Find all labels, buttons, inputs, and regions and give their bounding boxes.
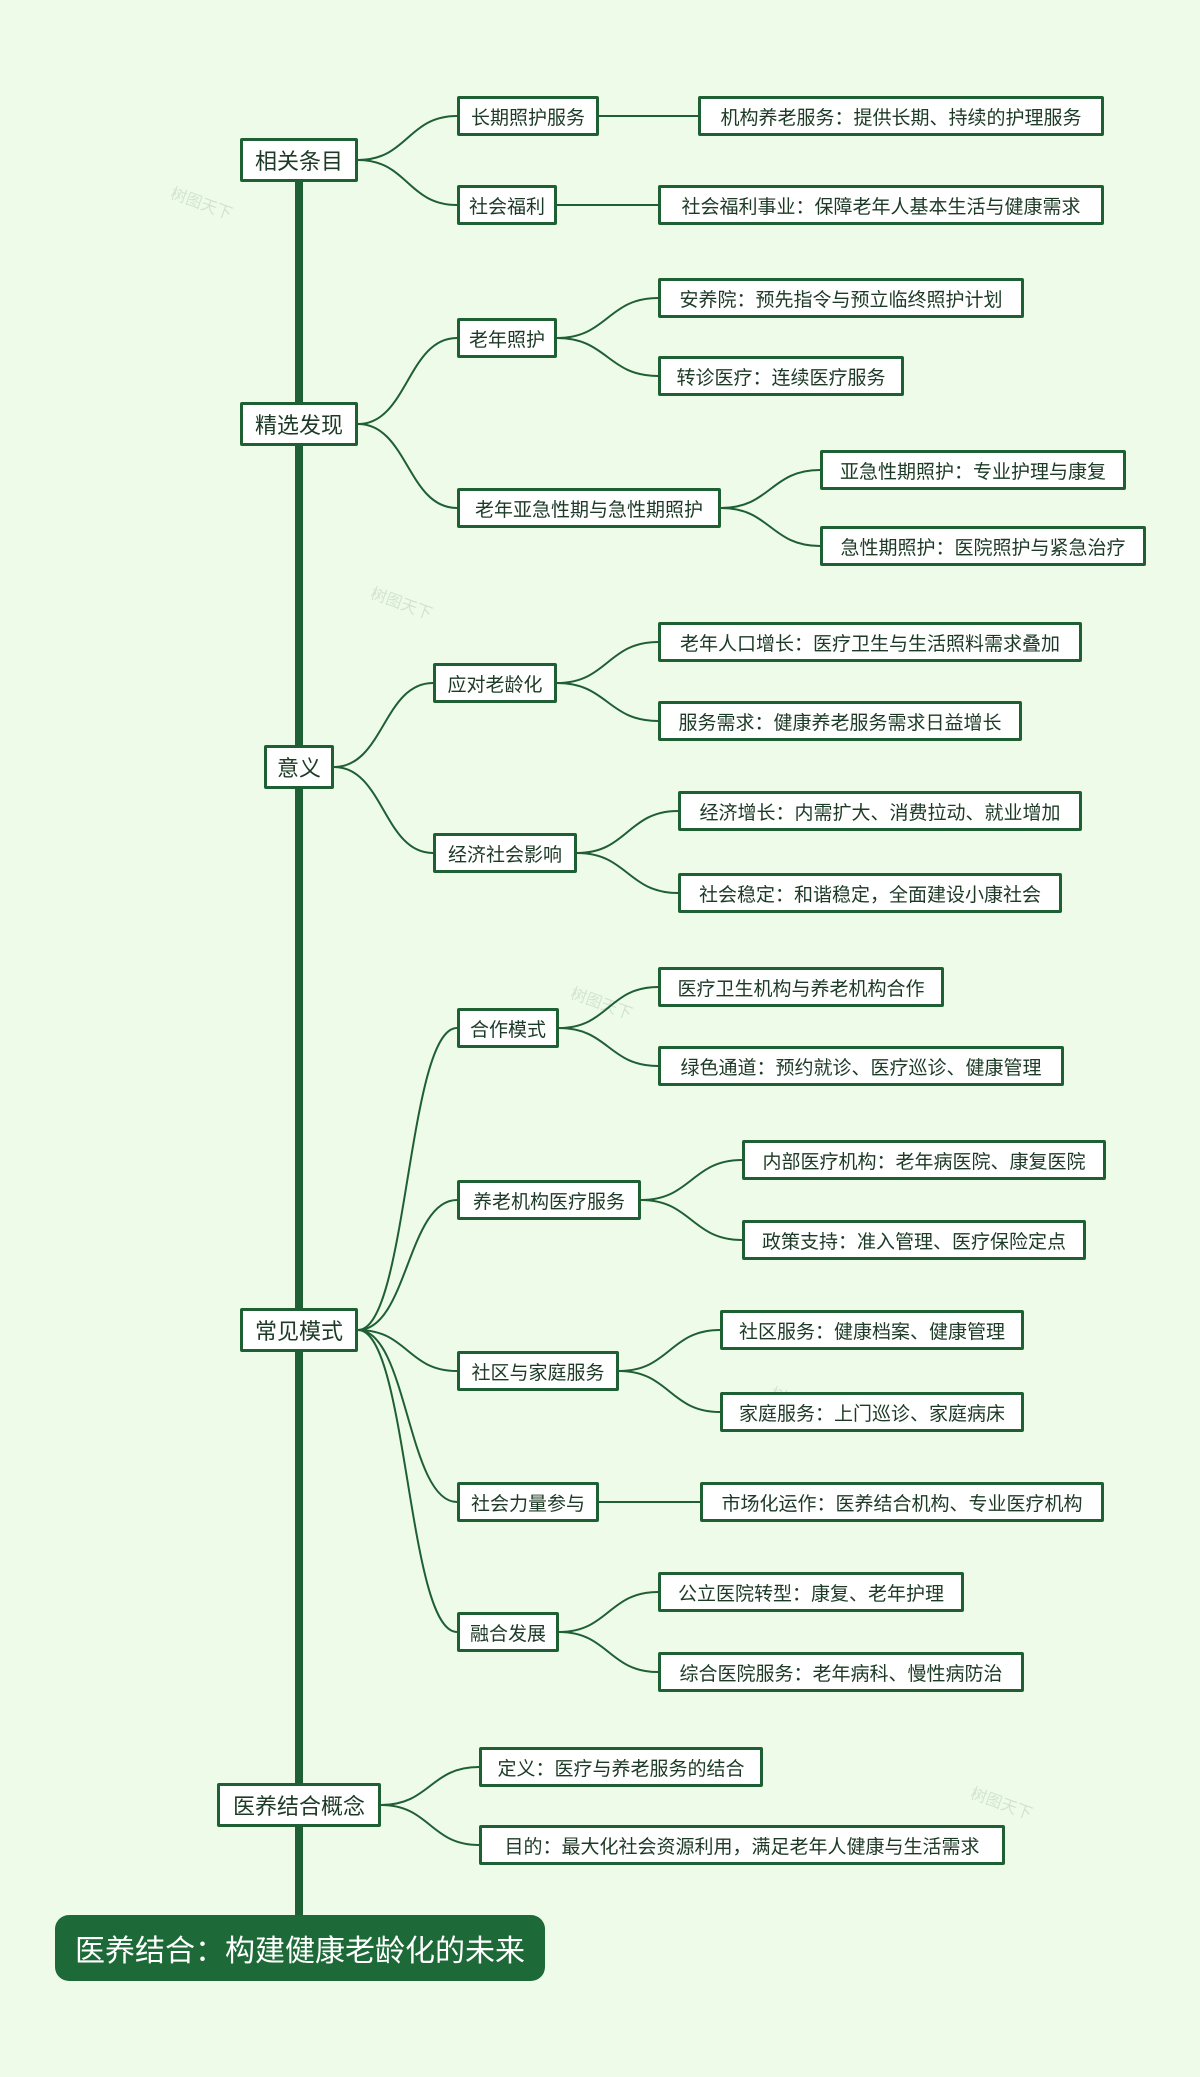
connector-curve	[558, 1591, 659, 1633]
connector-curve	[357, 1329, 458, 1372]
connector-curve	[720, 507, 821, 547]
topic-node[interactable]: 合作模式	[457, 1008, 559, 1048]
connector-curve	[357, 115, 458, 161]
leaf-node[interactable]: 社会稳定：和谐稳定，全面建设小康社会	[678, 873, 1062, 913]
topic-node[interactable]: 定义：医疗与养老服务的结合	[479, 1747, 763, 1787]
connector-curve	[558, 1027, 659, 1067]
topic-node[interactable]: 应对老龄化	[433, 663, 557, 703]
topic-node[interactable]: 长期照护服务	[457, 96, 599, 136]
topic-node[interactable]: 老年照护	[457, 318, 557, 358]
branch-node[interactable]: 医养结合概念	[217, 1783, 381, 1827]
root-title[interactable]: 医养结合：构建健康老龄化的未来	[55, 1915, 545, 1981]
branch-node[interactable]: 精选发现	[240, 402, 358, 446]
leaf-node[interactable]: 服务需求：健康养老服务需求日益增长	[658, 701, 1022, 741]
leaf-node[interactable]: 综合医院服务：老年病科、慢性病防治	[658, 1652, 1024, 1692]
leaf-node[interactable]: 社区服务：健康档案、健康管理	[720, 1310, 1024, 1350]
topic-node[interactable]: 社区与家庭服务	[457, 1351, 619, 1391]
connector-curve	[333, 682, 434, 768]
leaf-node[interactable]: 市场化运作：医养结合机构、专业医疗机构	[700, 1482, 1104, 1522]
branch-node[interactable]: 意义	[264, 745, 334, 789]
connector-curve	[357, 1199, 458, 1331]
leaf-node[interactable]: 安养院：预先指令与预立临终照护计划	[658, 278, 1024, 318]
leaf-node[interactable]: 内部医疗机构：老年病医院、康复医院	[742, 1140, 1106, 1180]
connector-curve	[556, 682, 659, 722]
leaf-node[interactable]: 经济增长：内需扩大、消费拉动、就业增加	[678, 791, 1082, 831]
connector-curve	[558, 986, 659, 1029]
connector-curve	[357, 423, 458, 509]
connector-curve	[618, 1329, 721, 1372]
connector-curve	[558, 1631, 659, 1673]
leaf-node[interactable]: 绿色通道：预约就诊、医疗巡诊、健康管理	[658, 1046, 1064, 1086]
topic-node[interactable]: 融合发展	[457, 1612, 559, 1652]
topic-node[interactable]: 老年亚急性期与急性期照护	[457, 488, 721, 528]
connector-curve	[576, 810, 679, 854]
connector-curve	[576, 852, 679, 894]
branch-node[interactable]: 常见模式	[240, 1308, 358, 1352]
connector-curve	[333, 766, 434, 854]
branch-node[interactable]: 相关条目	[240, 138, 358, 182]
connector-curve	[556, 641, 659, 684]
connector-curve	[357, 1027, 458, 1331]
leaf-node[interactable]: 亚急性期照护：专业护理与康复	[820, 450, 1126, 490]
topic-node[interactable]: 养老机构医疗服务	[457, 1180, 641, 1220]
main-trunk	[295, 175, 303, 1930]
connector-curve	[357, 1329, 458, 1503]
topic-node[interactable]: 目的：最大化社会资源利用，满足老年人健康与生活需求	[479, 1825, 1005, 1865]
connector-curve	[618, 1370, 721, 1413]
leaf-node[interactable]: 社会福利事业：保障老年人基本生活与健康需求	[658, 185, 1104, 225]
topic-node[interactable]: 社会力量参与	[457, 1482, 599, 1522]
leaf-node[interactable]: 急性期照护：医院照护与紧急治疗	[820, 526, 1146, 566]
connector-curve	[380, 1766, 480, 1806]
leaf-node[interactable]: 医疗卫生机构与养老机构合作	[658, 967, 944, 1007]
connector-curve	[357, 159, 458, 206]
leaf-node[interactable]: 家庭服务：上门巡诊、家庭病床	[720, 1392, 1024, 1432]
connector-curve	[640, 1199, 743, 1241]
leaf-node[interactable]: 公立医院转型：康复、老年护理	[658, 1572, 964, 1612]
leaf-node[interactable]: 机构养老服务：提供长期、持续的护理服务	[698, 96, 1104, 136]
leaf-node[interactable]: 老年人口增长：医疗卫生与生活照料需求叠加	[658, 622, 1082, 662]
topic-node[interactable]: 社会福利	[457, 185, 557, 225]
leaf-node[interactable]: 政策支持：准入管理、医疗保险定点	[742, 1220, 1086, 1260]
connector-curve	[556, 337, 659, 377]
connector-curve	[720, 469, 821, 509]
connector-curve	[556, 297, 659, 339]
connector-curve	[357, 1329, 458, 1633]
connector-curve	[380, 1804, 480, 1846]
connector-curve	[357, 337, 458, 425]
topic-node[interactable]: 经济社会影响	[433, 833, 577, 873]
leaf-node[interactable]: 转诊医疗：连续医疗服务	[658, 356, 904, 396]
connector-curve	[640, 1159, 743, 1201]
